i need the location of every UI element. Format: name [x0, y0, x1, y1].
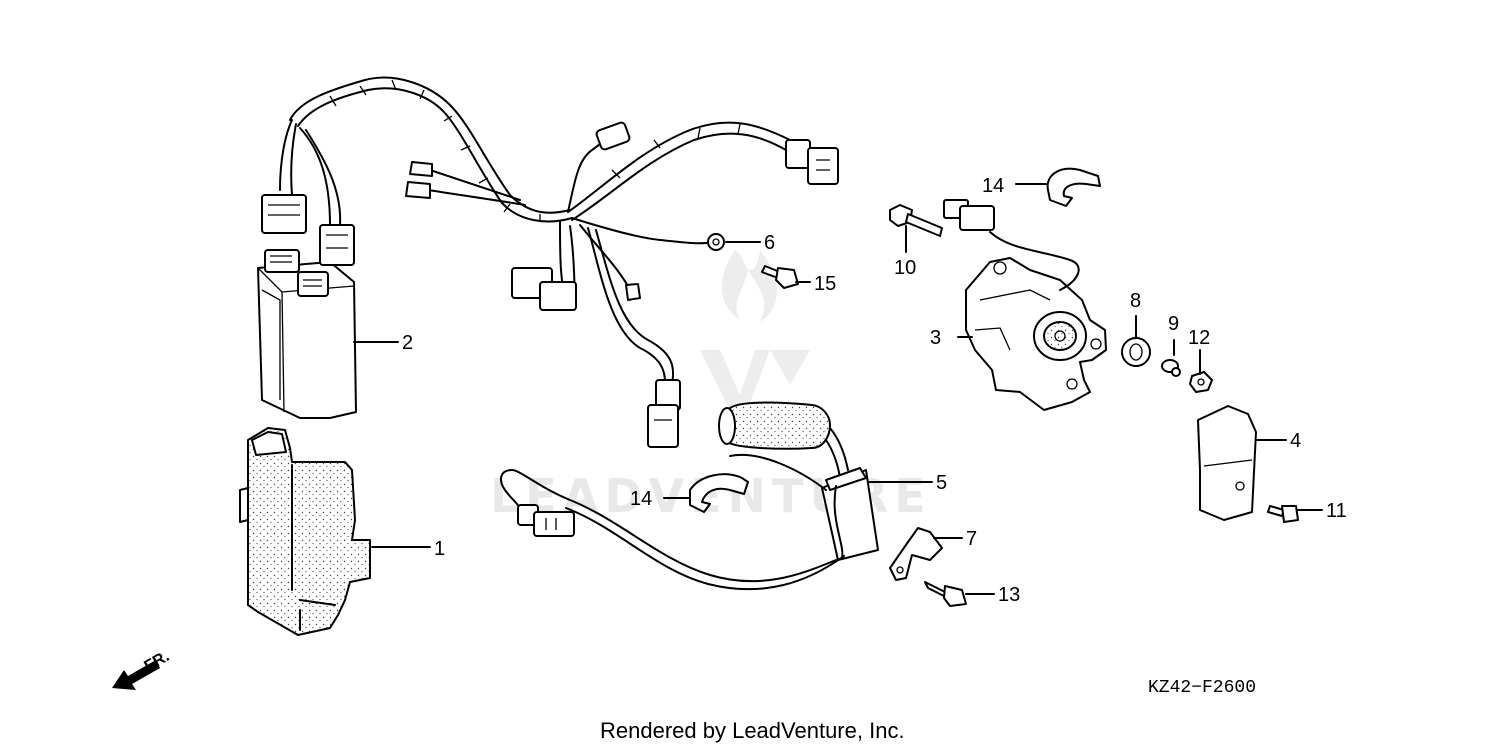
callout-labels: 1 2 3 4 5 6 7 9 8 10 11 12 13 14 14 15	[402, 175, 1347, 606]
part-1-bracket	[239, 427, 371, 636]
callout-14-upper: 14	[982, 175, 1004, 197]
part-4-cover	[1197, 405, 1257, 521]
callout-9: 9	[1168, 313, 1179, 335]
callout-5: 5	[936, 472, 947, 494]
part-14-clamp-upper	[1046, 167, 1101, 207]
callout-15: 15	[814, 273, 836, 295]
part-12-nut	[1189, 371, 1213, 393]
part-2-ecu	[257, 249, 357, 419]
part-10-bolt	[889, 204, 943, 237]
callout-1: 1	[434, 538, 445, 560]
part-8-grommet	[1121, 337, 1151, 367]
callout-14-lower: 14	[630, 488, 652, 510]
part-15-bolt	[761, 265, 799, 289]
callout-4: 4	[1290, 430, 1301, 452]
callout-10: 10	[894, 257, 916, 279]
diagram-code: KZ42−F2600	[1148, 678, 1256, 698]
callout-3: 3	[930, 327, 941, 349]
callout-2: 2	[402, 332, 413, 354]
front-direction-arrow: FR.	[112, 648, 172, 690]
callout-6: 6	[764, 232, 775, 254]
part-3-solenoid	[943, 199, 1107, 411]
callout-7: 7	[966, 528, 977, 550]
wire-harness	[261, 76, 839, 448]
part-7-bracket	[889, 527, 943, 581]
part-5-regulator	[499, 401, 879, 591]
part-11-bolt	[1267, 505, 1299, 523]
part-13-bolt	[924, 581, 967, 607]
callout-13: 13	[998, 584, 1020, 606]
callout-8: 8	[1130, 290, 1141, 312]
part-14-clamp-lower	[689, 473, 749, 513]
footer-credit: Rendered by LeadVenture, Inc.	[600, 718, 905, 743]
callout-11: 11	[1326, 500, 1347, 522]
leader-lines	[353, 183, 1323, 595]
callout-12: 12	[1188, 327, 1210, 349]
part-9-washer	[1161, 359, 1181, 377]
